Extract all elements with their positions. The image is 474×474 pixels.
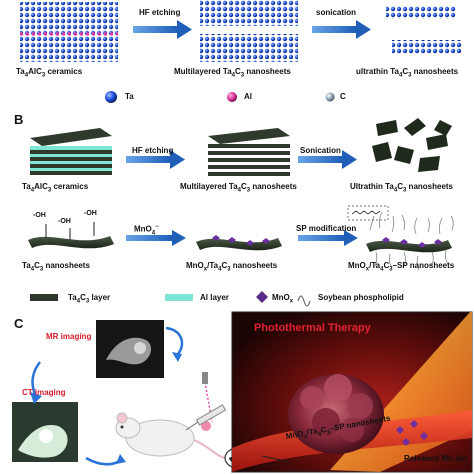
ceramic-lattice: [20, 2, 118, 62]
arrow-hf-etching-b: [126, 150, 185, 169]
arrow-mno4: [126, 230, 186, 246]
arrow-hf-etching-a: [133, 20, 192, 39]
legend-ta4c3-layer: Ta4C3 layer: [68, 293, 111, 305]
ta4c3-layer-icon: [30, 294, 58, 301]
label-photothermal-therapy: Photothermal Therapy: [254, 322, 371, 334]
arrow-sonication-b: [298, 150, 357, 169]
legend-soybean-phospholipid: Soybean phospholipid: [318, 293, 404, 302]
step-sonication-b: Sonication: [300, 146, 341, 155]
panel-c-letter: C: [14, 316, 24, 331]
panel-a-legend: [105, 91, 335, 103]
zoom-connector: [261, 455, 291, 463]
legend-al: Al: [244, 92, 252, 101]
ultrathin-flakes-b: [372, 118, 452, 172]
step-mno4: MnO4−: [134, 224, 159, 237]
ptt-scene: [231, 311, 473, 473]
mnox-ta4c3-sheet: [196, 235, 282, 251]
ceramic-stack-b: [30, 128, 112, 175]
soybean-phospholipid-molecule: [347, 205, 389, 221]
caption-ta4alc3-ceramics-b: Ta4AlC3 ceramics: [22, 182, 89, 194]
oh-group-2: -OH: [58, 218, 71, 225]
oh-group-1: -OH: [33, 212, 46, 219]
al-atom-icon: [227, 92, 237, 102]
caption-multilayered-b: Multilayered Ta4C3 nanosheets: [180, 182, 297, 194]
legend-al-layer: Al layer: [200, 293, 229, 302]
arrow-sonication-a: [312, 20, 371, 39]
legend-c: C: [340, 92, 346, 101]
arrow-sp-modification: [298, 230, 358, 246]
c-atom-icon: [325, 92, 335, 102]
al-layer-icon: [165, 294, 193, 301]
caption-ta4alc3-ceramics-a: Ta4AlC3 ceramics: [16, 67, 83, 79]
caption-ultrathin-a: ultrathin Ta4C3 nanosheets: [356, 67, 459, 79]
panel-a-illustration: [20, 0, 462, 62]
step-hf-etching-b: HF etching: [132, 146, 174, 155]
mr-imaging-photo: [96, 320, 164, 378]
ultrathin-lattice: [386, 6, 462, 54]
step-sonication-a: sonication: [316, 8, 357, 17]
panel-c-illustration: [12, 311, 473, 473]
legend-mnox: MnOx: [272, 293, 294, 305]
ct-imaging-photo: [12, 402, 78, 462]
caption-multilayered-a: Multilayered Ta4C3 nanosheets: [174, 67, 291, 79]
phospholipid-icon: [297, 295, 311, 307]
syringe-icon: [185, 404, 227, 431]
laser-device-icon: [202, 372, 208, 384]
label-mr-imaging: MR imaging: [46, 332, 92, 341]
mnox-ta4c3-sp-sheet: [366, 211, 454, 271]
step-hf-etching-a: HF etching: [139, 8, 181, 17]
step-sp-modification: SP modification: [296, 224, 357, 233]
multilayer-stack-b: [208, 128, 290, 176]
ta4c3-sheet-oh: [28, 222, 114, 249]
legend-ta: Ta: [125, 92, 134, 101]
imaging-cycle-arrowheads: [30, 352, 182, 464]
mouse-illustration: [115, 412, 231, 460]
label-released-mn-ion: Released Mn ion: [404, 454, 468, 463]
panel-b-illustration: [28, 118, 454, 307]
panel-b-letter: B: [14, 112, 24, 127]
ta-atom-icon: [105, 91, 117, 103]
mnox-icon: [256, 291, 268, 303]
caption-mnox-ta4c3-sp: MnOx/Ta4C3–SP nanosheets: [348, 261, 455, 273]
caption-ta4c3-nanosheets: Ta4C3 nanosheets: [22, 261, 90, 273]
multilayer-lattice: [200, 0, 298, 62]
caption-ultrathin-b: Ultrathin Ta4C3 nanosheets: [350, 182, 454, 194]
oh-group-3: -OH: [84, 210, 97, 217]
caption-mnox-ta4c3: MnOx/Ta4C3 nanosheets: [186, 261, 278, 273]
label-ct-imaging: CT imaging: [22, 388, 66, 397]
panel-b-legend-icons: [30, 291, 311, 307]
